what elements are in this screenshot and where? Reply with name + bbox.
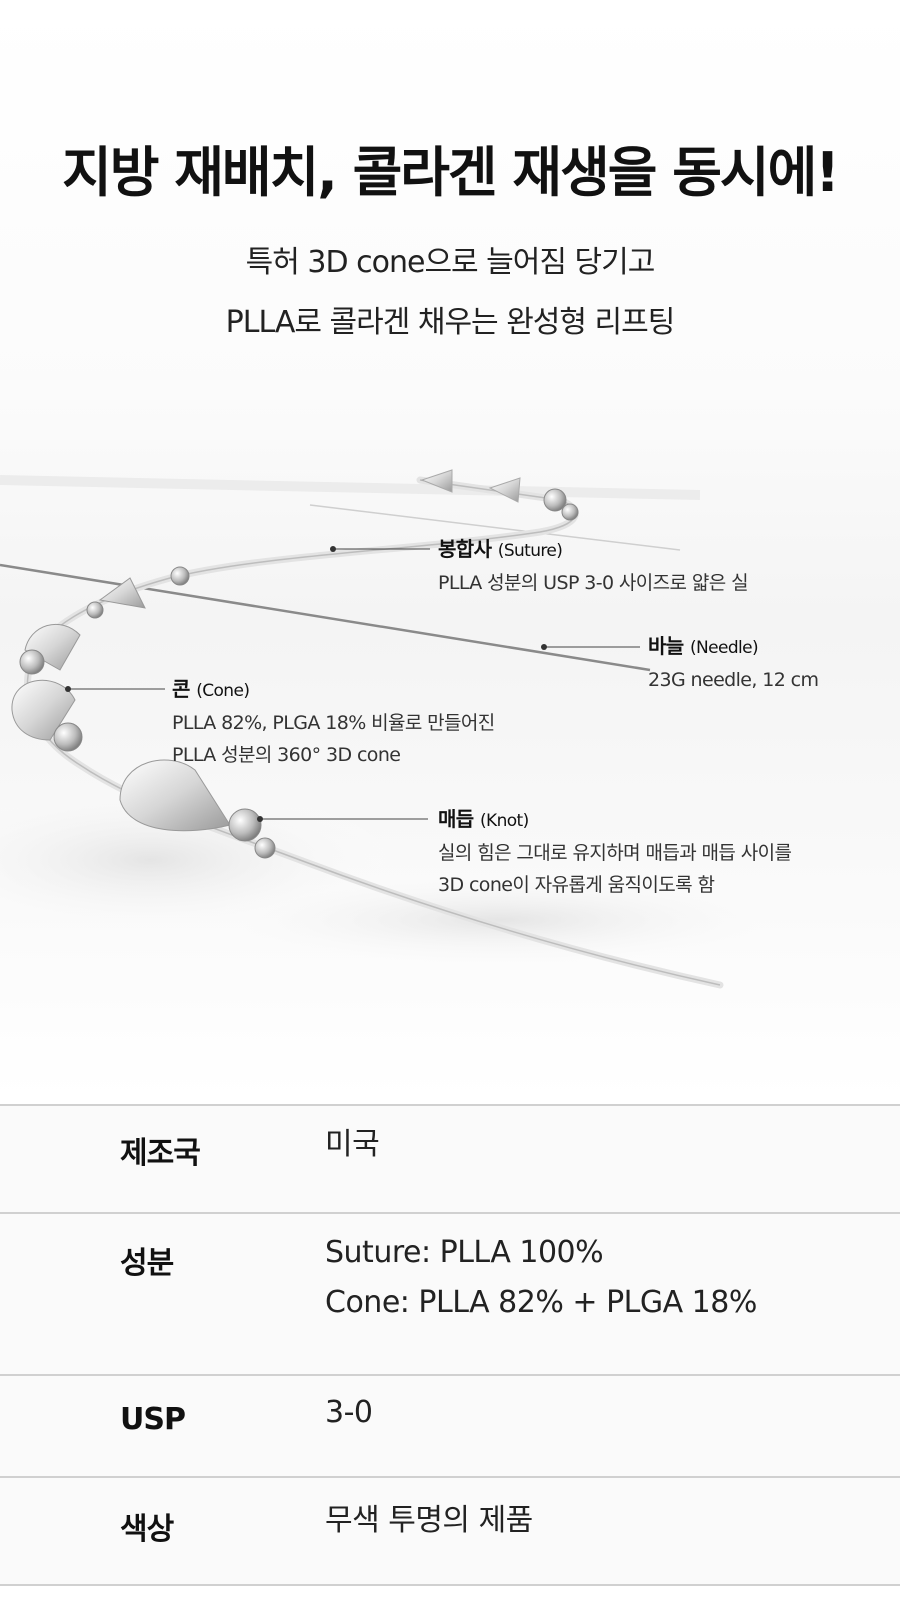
knot-desc-2: 3D cone이 자유롭게 움직이도록 함 — [438, 874, 715, 896]
spec-key: 성분 — [120, 1246, 174, 1281]
suture-desc: PLLA 성분의 USP 3-0 사이즈로 얇은 실 — [438, 572, 749, 594]
knot-desc-1: 실의 힘은 그대로 유지하며 매듭과 매듭 사이를 — [438, 842, 792, 864]
cone-title-en: (Cone) — [196, 681, 250, 701]
knot-title: 매듭 — [438, 807, 474, 831]
subtitle-line-2: PLLA로 콜라겐 채우는 완성형 리프팅 — [225, 305, 676, 340]
spec-row-color: 색상 무색 투명의 제품 — [0, 1476, 900, 1586]
cone-title: 콘 — [172, 677, 190, 701]
thread-illustration — [0, 469, 820, 989]
cone-desc-2: PLLA 성분의 360° 3D cone — [172, 744, 401, 766]
spec-value: 무색 투명의 제품 — [325, 1503, 533, 1538]
suture-title: 봉합사 — [438, 537, 492, 561]
knot-callout: 매듭 (Knot) 실의 힘은 그대로 유지하며 매듭과 매듭 사이를 3D c… — [438, 803, 792, 901]
suture-title-en: (Suture) — [497, 541, 563, 561]
subtitle-line-1: 특허 3D cone으로 늘어짐 당기고 — [245, 245, 656, 280]
needle-title: 바늘 — [648, 634, 684, 658]
spec-key: 제조국 — [120, 1136, 201, 1171]
headline: 지방 재배치, 콜라겐 재생을 동시에! — [62, 141, 840, 204]
spec-value: Suture: PLLA 100% — [325, 1235, 604, 1270]
suture-callout: 봉합사 (Suture) PLLA 성분의 USP 3-0 사이즈로 얇은 실 — [438, 533, 749, 599]
spec-row-usp: USP 3-0 — [0, 1374, 900, 1476]
spec-value: 미국 — [325, 1127, 380, 1162]
needle-line — [0, 563, 651, 672]
spec-row-country: 제조국 미국 — [0, 1104, 900, 1212]
spec-value: 3-0 — [325, 1395, 373, 1430]
spec-row-ingredients: 성분 Suture: PLLA 100% Cone: PLLA 82% + PL… — [0, 1212, 900, 1374]
needle-callout: 바늘 (Needle) 23G needle, 12 cm — [648, 630, 819, 696]
spec-key: 색상 — [120, 1512, 174, 1547]
cone-desc-1: PLLA 82%, PLGA 18% 비율로 만들어진 — [172, 712, 495, 734]
spec-key: USP — [120, 1402, 186, 1437]
cone-callout: 콘 (Cone) PLLA 82%, PLGA 18% 비율로 만들어진 PLL… — [172, 673, 495, 771]
knot-title-en: (Knot) — [479, 811, 529, 831]
needle-desc: 23G needle, 12 cm — [648, 669, 819, 691]
needle-title-en: (Needle) — [689, 638, 759, 658]
spec-table: 제조국 미국 성분 Suture: PLLA 100% Cone: PLLA 8… — [0, 1104, 900, 1586]
spec-value: Cone: PLLA 82% + PLGA 18% — [325, 1285, 757, 1320]
